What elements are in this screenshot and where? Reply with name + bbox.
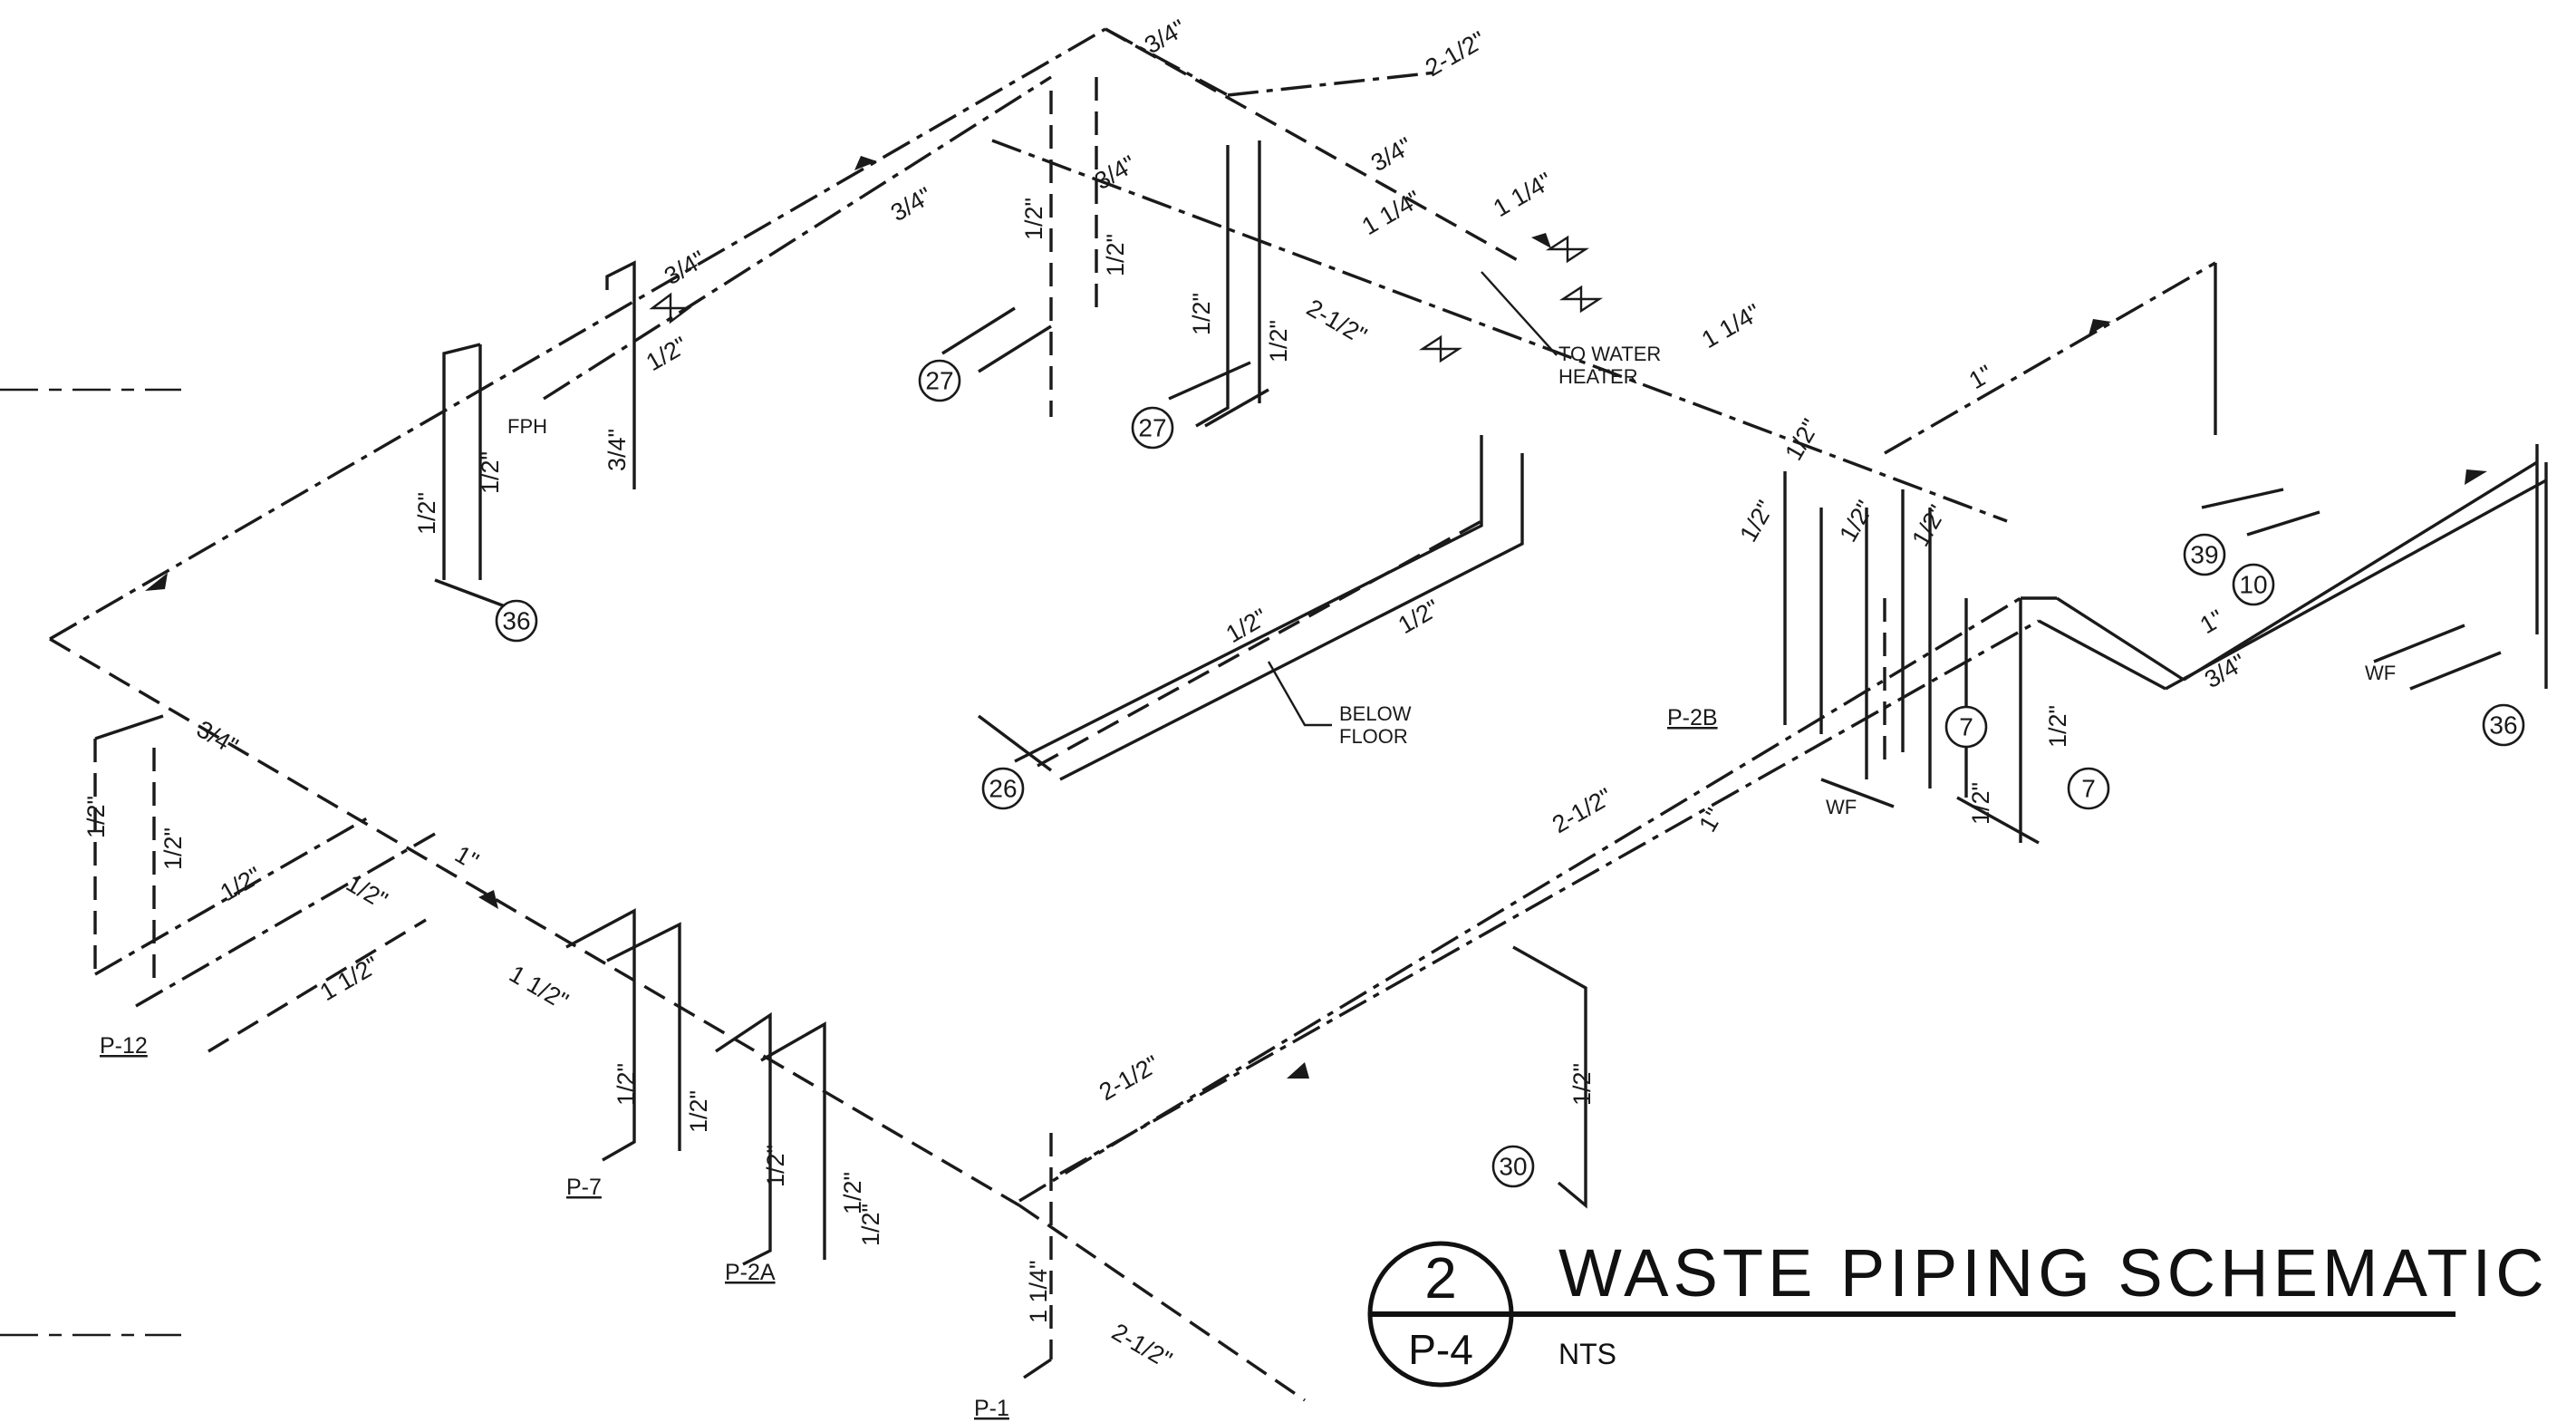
pipe-size-label: 1/2" (413, 492, 440, 535)
water-heater-callout: HEATER (1558, 365, 1638, 388)
valve-icon (1418, 334, 1463, 363)
pipe-size-label: 1/2" (342, 869, 392, 914)
svg-text:7: 7 (2081, 775, 2096, 803)
valve-icon (1558, 285, 1604, 314)
pipe-size-label: 2-1/2" (1095, 1050, 1164, 1107)
sheet-reference: P-4 (1408, 1326, 1473, 1373)
pipe-size-label: 1/2" (1102, 234, 1129, 276)
pipe-size-label: 1/2" (1265, 320, 1292, 363)
pipe-size-label: 1/2" (159, 827, 187, 870)
fixture-tag: P-1 (974, 1396, 1009, 1421)
pipe-size-label: 1 1/4" (1357, 185, 1425, 240)
fixture-bubble: 36 (2482, 703, 2525, 747)
detail-number: 2 (1424, 1245, 1457, 1311)
pipe-size-label: 2-1/2" (1421, 26, 1491, 82)
fixture-bubble: 27 (1131, 406, 1174, 450)
svg-text:27: 27 (925, 367, 953, 395)
flow-arrow (2089, 319, 2111, 335)
pipe-size-label: 1/2" (839, 1172, 866, 1214)
valve-icon (649, 292, 692, 324)
fixture-bubble: 30 (1491, 1145, 1535, 1188)
svg-text:27: 27 (1138, 414, 1166, 442)
flow-arrows (145, 156, 2487, 1079)
fixture-bubble: 39 (2183, 533, 2226, 576)
pipe-size-label: 3/4" (886, 182, 937, 227)
below-floor-callout: BELOW (1339, 702, 1412, 725)
pipe-size-label: 2-1/2" (1302, 294, 1372, 350)
svg-text:7: 7 (1959, 713, 1973, 741)
pipe-size-label: 1/2" (1020, 198, 1047, 240)
pipe-size-label: 2-1/2" (1548, 783, 1617, 839)
fixture-bubble: 10 (2232, 563, 2275, 606)
pipe-size-label: 3/4" (192, 715, 243, 760)
flow-arrow (1287, 1062, 1309, 1079)
wf-callout: WF (2365, 662, 2396, 684)
drawing-title: WASTE PIPING SCHEMATIC (1558, 1235, 2549, 1311)
fixture-tag: P-2B (1667, 705, 1718, 730)
pipe-size-label: 3/4" (603, 429, 631, 471)
fixture-bubble: 26 (981, 767, 1025, 810)
below-floor-callout: FLOOR (1339, 725, 1408, 748)
pipe-size-label: 1" (450, 840, 483, 875)
pipe-size-label: 1/2" (477, 451, 504, 494)
fixture-bubble: 27 (918, 359, 961, 402)
pipe-size-label: 1 1/4" (1697, 298, 1765, 353)
water-heater-callout: TO WATER (1558, 343, 1661, 365)
pipe-size-label: 3/4" (2200, 649, 2251, 694)
pipe-size-label: 1/2" (82, 796, 110, 838)
piping-network (49, 27, 2548, 1402)
pipe-size-label: 1/2" (1188, 293, 1215, 335)
pipe-size-label: 3/4" (1366, 132, 1417, 178)
fixture-bubbles: 36 27 27 26 39 10 7 7 36 30 (495, 359, 2525, 1188)
pipe-size-label: 1/2" (1568, 1063, 1596, 1106)
pipe-size-label: 1/2" (762, 1145, 789, 1187)
fixture-tag: P-2A (725, 1260, 776, 1285)
pipe-size-label: 1 1/4" (1025, 1260, 1052, 1323)
valve-icon (1545, 235, 1590, 264)
pipe-size-label: 1/2" (1967, 782, 1994, 825)
fixture-bubble: 7 (1944, 705, 1988, 749)
fixture-tag: P-7 (566, 1175, 602, 1200)
pipe-size-label: 1" (1693, 804, 1728, 837)
pipe-size-label: 1 1/4" (1489, 167, 1557, 222)
fixture-bubble: 7 (2067, 767, 2110, 810)
valves (649, 235, 1604, 363)
svg-text:39: 39 (2190, 541, 2218, 569)
pipe-size-label: 1 1/2" (315, 951, 383, 1006)
pipe-size-label: 1/2" (1906, 500, 1952, 551)
flow-arrow (2465, 469, 2487, 485)
flow-arrow (145, 573, 168, 591)
fixture-tag: P-12 (100, 1033, 148, 1059)
pipe-size-label: 1/2" (685, 1090, 712, 1133)
title-block: 2 P-4 WASTE PIPING SCHEMATIC NTS (1367, 1235, 2549, 1388)
svg-text:26: 26 (989, 775, 1017, 803)
flow-arrow (854, 156, 877, 170)
pipe-size-label: 1/2" (2044, 705, 2071, 748)
pipe-size-label: 1/2" (1780, 414, 1825, 465)
svg-text:10: 10 (2239, 571, 2267, 599)
reference-lines (0, 388, 181, 1337)
fixture-tags: P-12 P-7 P-2A P-1 P-2B (100, 705, 1718, 1421)
pipe-size-label: 1/2" (642, 332, 692, 377)
wf-callout: WF (1826, 796, 1857, 818)
pipe-size-label: 1" (1964, 360, 1997, 394)
fph-callout: FPH (507, 415, 547, 438)
flow-arrow (1531, 233, 1551, 248)
callouts: TO WATER HEATER BELOW FLOOR FPH WF WF (507, 271, 2396, 818)
svg-text:36: 36 (2489, 711, 2517, 740)
pipe-size-label: 2-1/2" (1107, 1318, 1177, 1374)
pipe-size-label: 1/2" (857, 1204, 884, 1246)
drawing-scale: NTS (1558, 1338, 1616, 1370)
pipe-size-label: 1/2" (1834, 496, 1879, 547)
fixture-bubble: 36 (495, 599, 538, 643)
pipe-size-label: 1/2" (613, 1063, 640, 1106)
pipe-size-label: 1" (2195, 605, 2228, 639)
svg-text:36: 36 (502, 607, 530, 635)
svg-text:30: 30 (1499, 1153, 1527, 1181)
pipe-size-label: 1/2" (1394, 595, 1444, 640)
flow-arrow (478, 890, 498, 909)
pipe-size-label: 1 1/2" (505, 960, 573, 1015)
pipe-size-label: 1/2" (1734, 496, 1780, 547)
